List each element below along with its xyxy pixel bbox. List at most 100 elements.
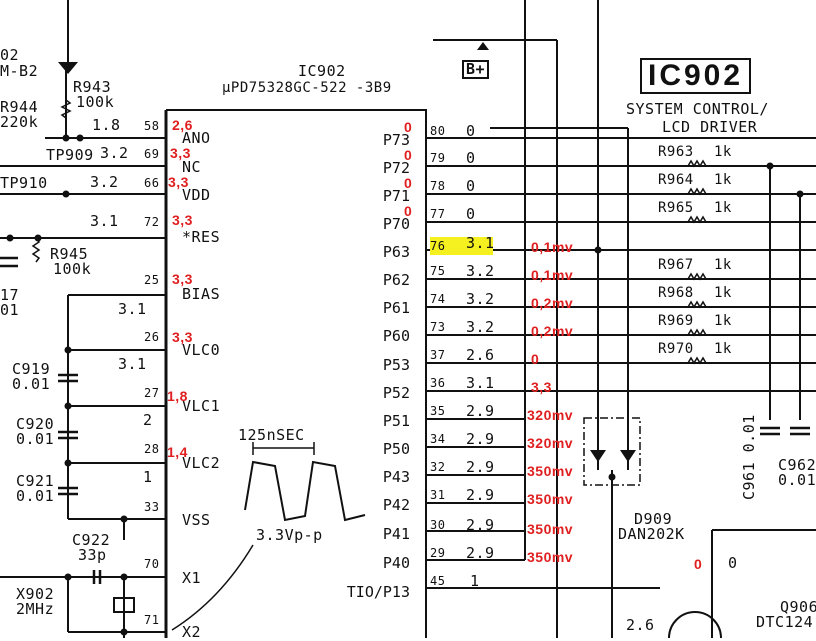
- pin-name: ANO: [182, 129, 211, 147]
- pin-name: VDD: [182, 186, 211, 204]
- pin-name: P42: [382, 496, 410, 514]
- c922-value: 33p: [78, 546, 107, 564]
- tp909-label[interactable]: TP909: [46, 146, 94, 164]
- c962-ref: C962: [778, 456, 816, 474]
- waveform-period: 125nSEC: [238, 426, 305, 444]
- r943-value: 100k: [76, 93, 115, 111]
- pin-number: 31: [430, 488, 446, 502]
- pin-voltage: 3.1: [466, 234, 495, 252]
- pin-number: 77: [430, 207, 446, 221]
- pin-number: 78: [430, 179, 446, 193]
- r944-value: 220k: [0, 113, 39, 131]
- pin-number: 36: [430, 376, 446, 390]
- resistor-val: 1k: [714, 200, 732, 216]
- c917-value: 01: [0, 301, 20, 319]
- pin-number: 33: [144, 500, 160, 514]
- pin-name: P71: [382, 187, 410, 205]
- pin-number: 28: [144, 442, 160, 456]
- measured-voltage: 350mv: [527, 463, 574, 479]
- measured-voltage: 350mv: [527, 549, 574, 565]
- pin-voltage: 0: [466, 149, 476, 167]
- measured-voltage: 1,4: [167, 444, 188, 460]
- b-plus-label: B+: [462, 60, 490, 79]
- measured-voltage: 0: [404, 203, 413, 219]
- d909-voltage: 0: [728, 554, 738, 572]
- pin-number: 58: [144, 119, 160, 133]
- pin-voltage: 3.2: [90, 173, 119, 191]
- measured-voltage: 0: [404, 119, 413, 135]
- pin-number: 30: [430, 518, 446, 532]
- pin-name: P60: [382, 327, 410, 345]
- measured-voltage: 3,3: [531, 379, 552, 395]
- pin-number: 75: [430, 264, 446, 278]
- q906-ref: Q906: [780, 598, 816, 616]
- pin-name: NC: [182, 158, 202, 176]
- c922-ref: C922: [72, 531, 111, 549]
- pin-number: 74: [430, 292, 446, 306]
- ic-part-number: µPD75328GC-522 -3B9: [222, 80, 392, 96]
- pin-name: X1: [182, 569, 202, 587]
- measured-voltage: 3,3: [172, 271, 193, 287]
- measured-voltage: 3,3: [170, 145, 191, 161]
- diode-ref: 02: [0, 46, 20, 64]
- diode-icon: [590, 450, 606, 462]
- measured-voltage: 350mv: [527, 521, 574, 537]
- zener-diode-icon: [58, 62, 78, 74]
- pin-voltage: 1: [470, 572, 480, 590]
- pin-name: VLC0: [182, 341, 221, 359]
- pin-name: P72: [382, 159, 410, 177]
- pin-voltage: 3.1: [90, 212, 119, 230]
- d909-ref: D909: [634, 510, 673, 528]
- r944-ref: R944: [0, 98, 39, 116]
- resistor-val: 1k: [714, 313, 732, 329]
- pin-voltage: 2.9: [466, 544, 495, 562]
- pin-voltage: 2.9: [466, 486, 495, 504]
- pin-voltage: 2.9: [466, 458, 495, 476]
- pin-name: VLC2: [182, 454, 221, 472]
- ic-ref-label: IC902: [298, 62, 346, 80]
- pin-name: P51: [382, 412, 410, 430]
- pin-name: X2: [182, 623, 202, 641]
- diode-part: M-B2: [0, 62, 39, 80]
- pin-name: BIAS: [182, 285, 221, 303]
- pin-name: P43: [382, 468, 410, 486]
- c961-label: C961 0.01: [740, 414, 758, 500]
- measured-voltage: 3,3: [172, 212, 193, 228]
- pin-number: 32: [430, 460, 446, 474]
- pin-number: 73: [430, 320, 446, 334]
- pin-number: 35: [430, 404, 446, 418]
- measured-voltage: 320mv: [527, 435, 574, 451]
- ic-body-right: [166, 109, 427, 638]
- measured-voltage: 0,2mv: [531, 323, 574, 339]
- resistor-ref: R963: [658, 144, 694, 160]
- arrow-up-icon: [477, 42, 489, 50]
- resistor-val: 1k: [714, 285, 732, 301]
- pin-number: 27: [144, 386, 160, 400]
- measured-voltage: 0,1mv: [531, 239, 574, 255]
- resistor-ref: R969: [658, 313, 694, 329]
- q906-part: DTC124: [756, 613, 814, 631]
- pin-number: 72: [144, 215, 160, 229]
- resistor-val: 1k: [714, 341, 732, 357]
- pin-name: VSS: [182, 511, 211, 529]
- pin-number: 25: [144, 273, 160, 287]
- pin-name: P63: [382, 243, 410, 261]
- pin-name: P52: [382, 384, 410, 402]
- pin-name: P61: [382, 299, 410, 317]
- tp910-label[interactable]: TP910: [0, 174, 48, 192]
- c919-value: 0.01: [12, 375, 51, 393]
- pin-voltage: 2.9: [466, 402, 495, 420]
- measured-voltage: 0: [404, 147, 413, 163]
- resistor-ref: R964: [658, 172, 694, 188]
- measured-voltage: 0: [404, 175, 413, 191]
- resistor-ref: R970: [658, 341, 694, 357]
- q906-voltage: 2.6: [626, 616, 655, 634]
- pin-voltage: 3.1: [118, 355, 147, 373]
- pin-voltage: 1.8: [92, 116, 121, 134]
- pin-number: 34: [430, 432, 446, 446]
- pin-voltage: 2: [143, 411, 153, 429]
- x902-ref: X902: [16, 585, 55, 603]
- r943-ref: R943: [73, 78, 112, 96]
- pin-voltage: 0: [466, 122, 476, 140]
